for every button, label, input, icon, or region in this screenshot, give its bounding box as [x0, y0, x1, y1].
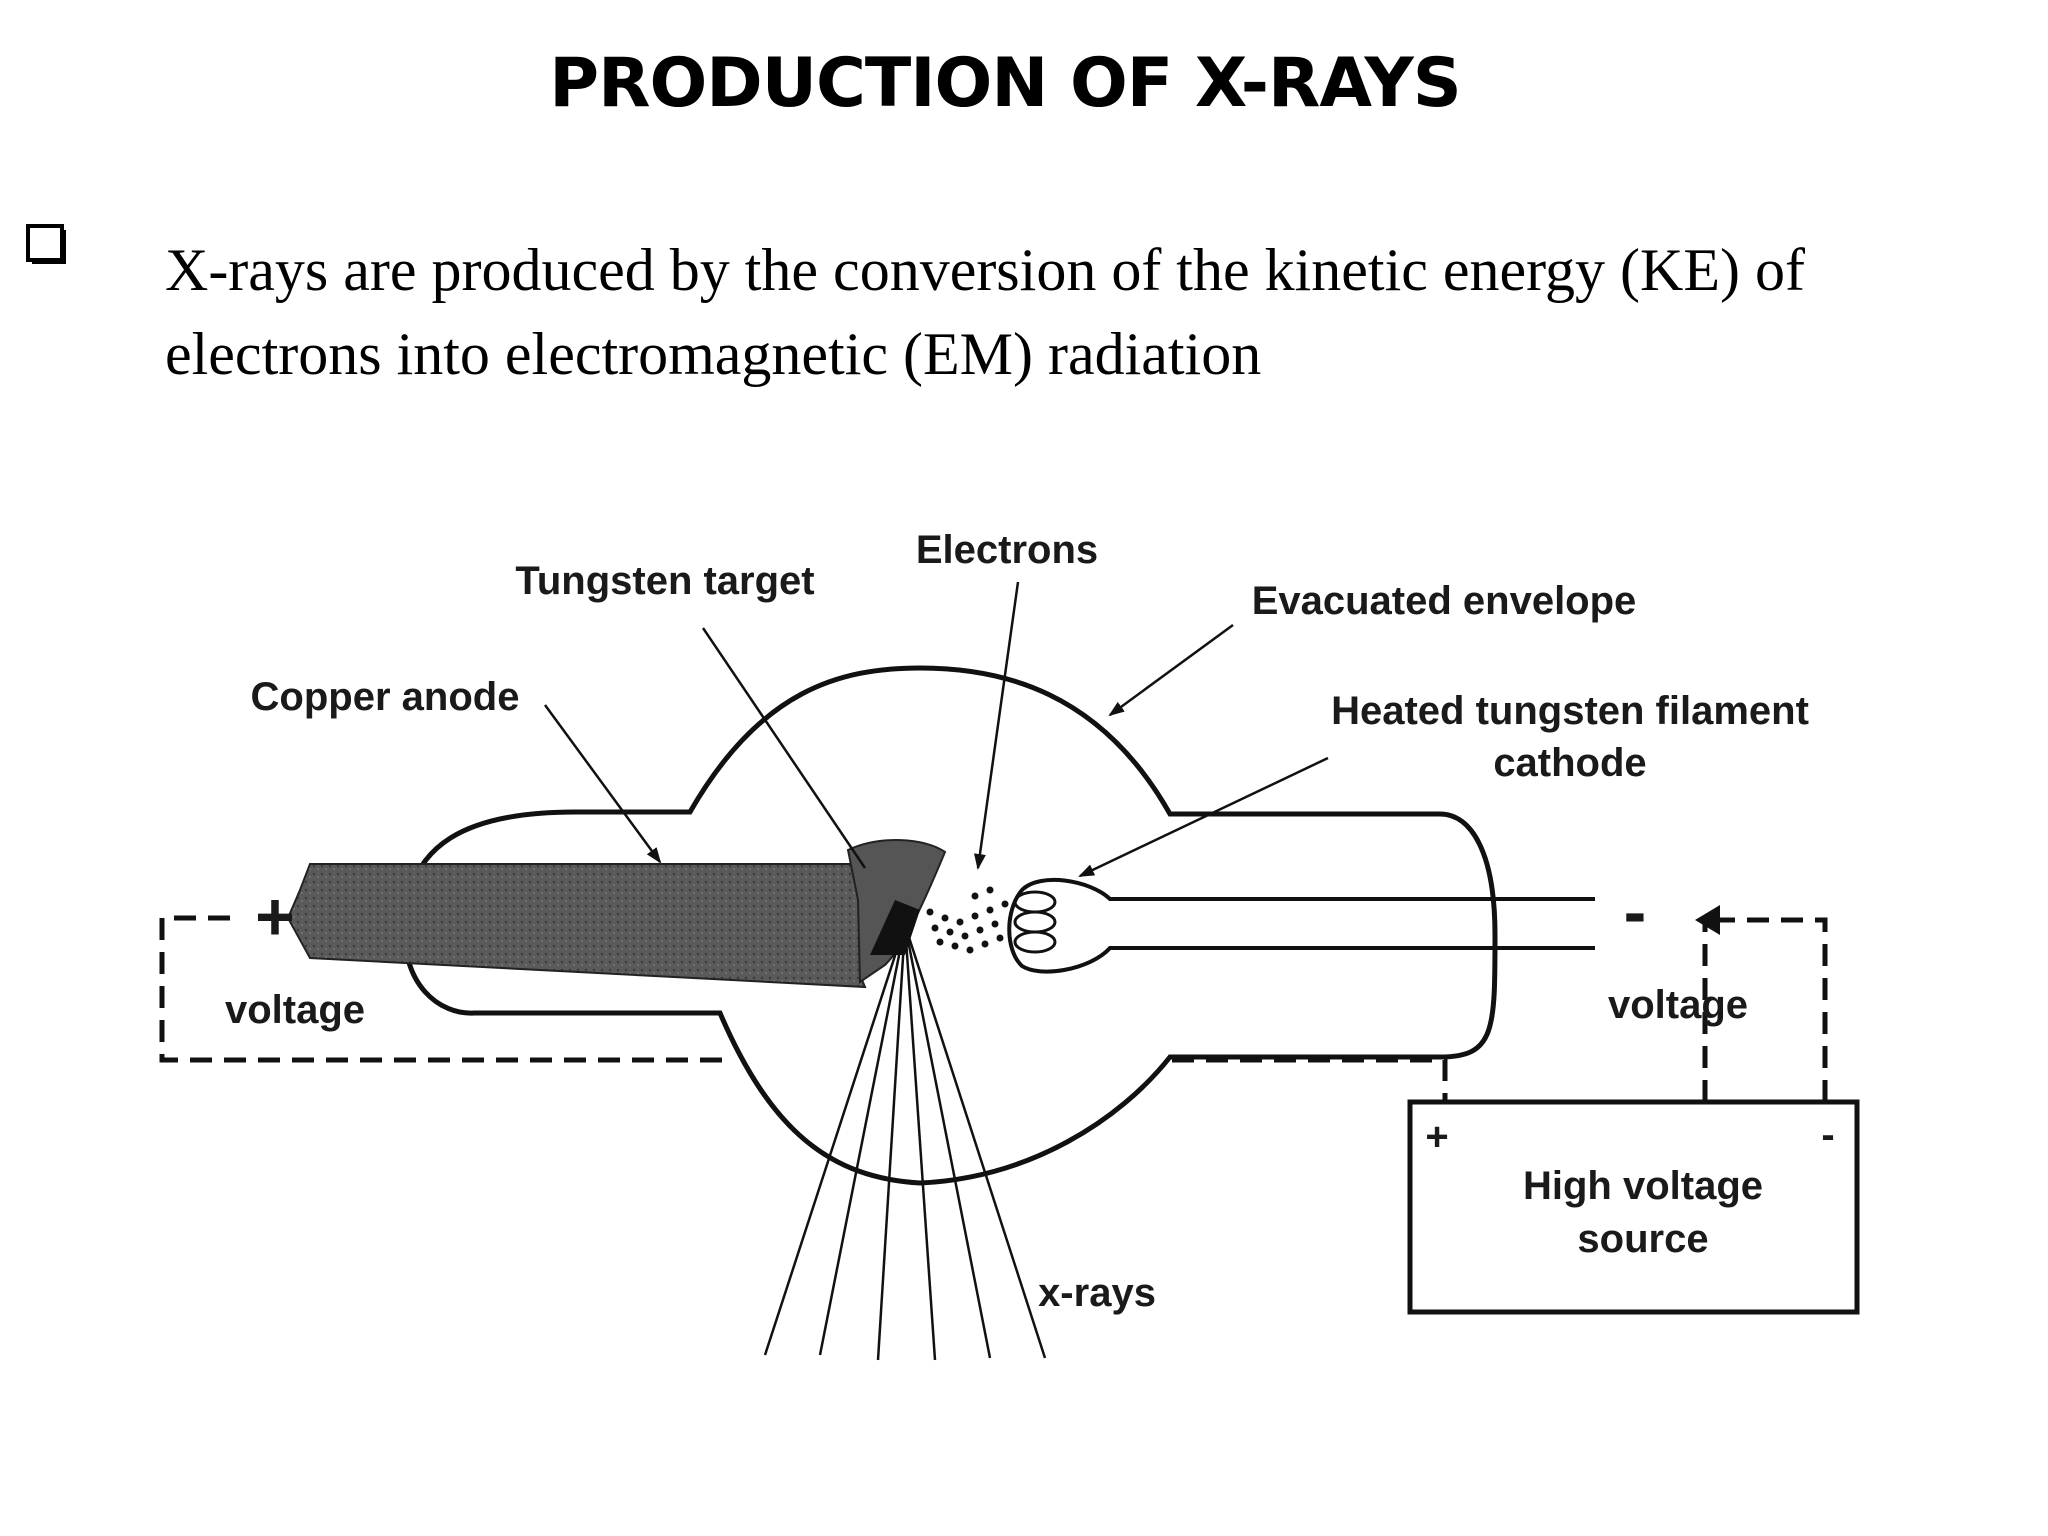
label-electrons: Electrons: [916, 528, 1098, 572]
label-hv-line1: High voltage: [1523, 1164, 1763, 1208]
hv-source-plus: +: [1425, 1115, 1448, 1159]
label-voltage-left: voltage: [225, 988, 365, 1032]
arrow-left-icon: [1695, 905, 1720, 935]
label-filament-line1: Heated tungsten filament: [1331, 689, 1809, 733]
label-tungsten-target: Tungsten target: [515, 559, 814, 603]
label-filament-line2: cathode: [1493, 741, 1646, 785]
cathode-stem: [1007, 877, 1595, 974]
hv-source-minus: -: [1821, 1113, 1834, 1157]
electron-stream: [926, 886, 1009, 954]
xray-beams: [763, 924, 1047, 1361]
copper-anode: [286, 863, 877, 989]
bullet-text: X-rays are produced by the conversion of…: [165, 237, 1805, 387]
slide-title: PRODUCTION OF X-RAYS: [549, 44, 1461, 123]
high-voltage-source-box: [1407, 1099, 1860, 1315]
label-xrays: x-rays: [1038, 1271, 1156, 1315]
label-evacuated-envelope: Evacuated envelope: [1252, 579, 1637, 623]
label-pointers: [543, 581, 1329, 878]
label-voltage-right: voltage: [1608, 983, 1748, 1027]
plus-terminal-symbol: +: [255, 879, 295, 955]
checkbox-bullet-icon: [26, 224, 66, 264]
minus-terminal-symbol: -: [1624, 874, 1647, 950]
label-hv-line2: source: [1577, 1217, 1708, 1261]
evacuated-envelope-outline: [402, 665, 1498, 1186]
label-copper-anode: Copper anode: [251, 675, 520, 719]
